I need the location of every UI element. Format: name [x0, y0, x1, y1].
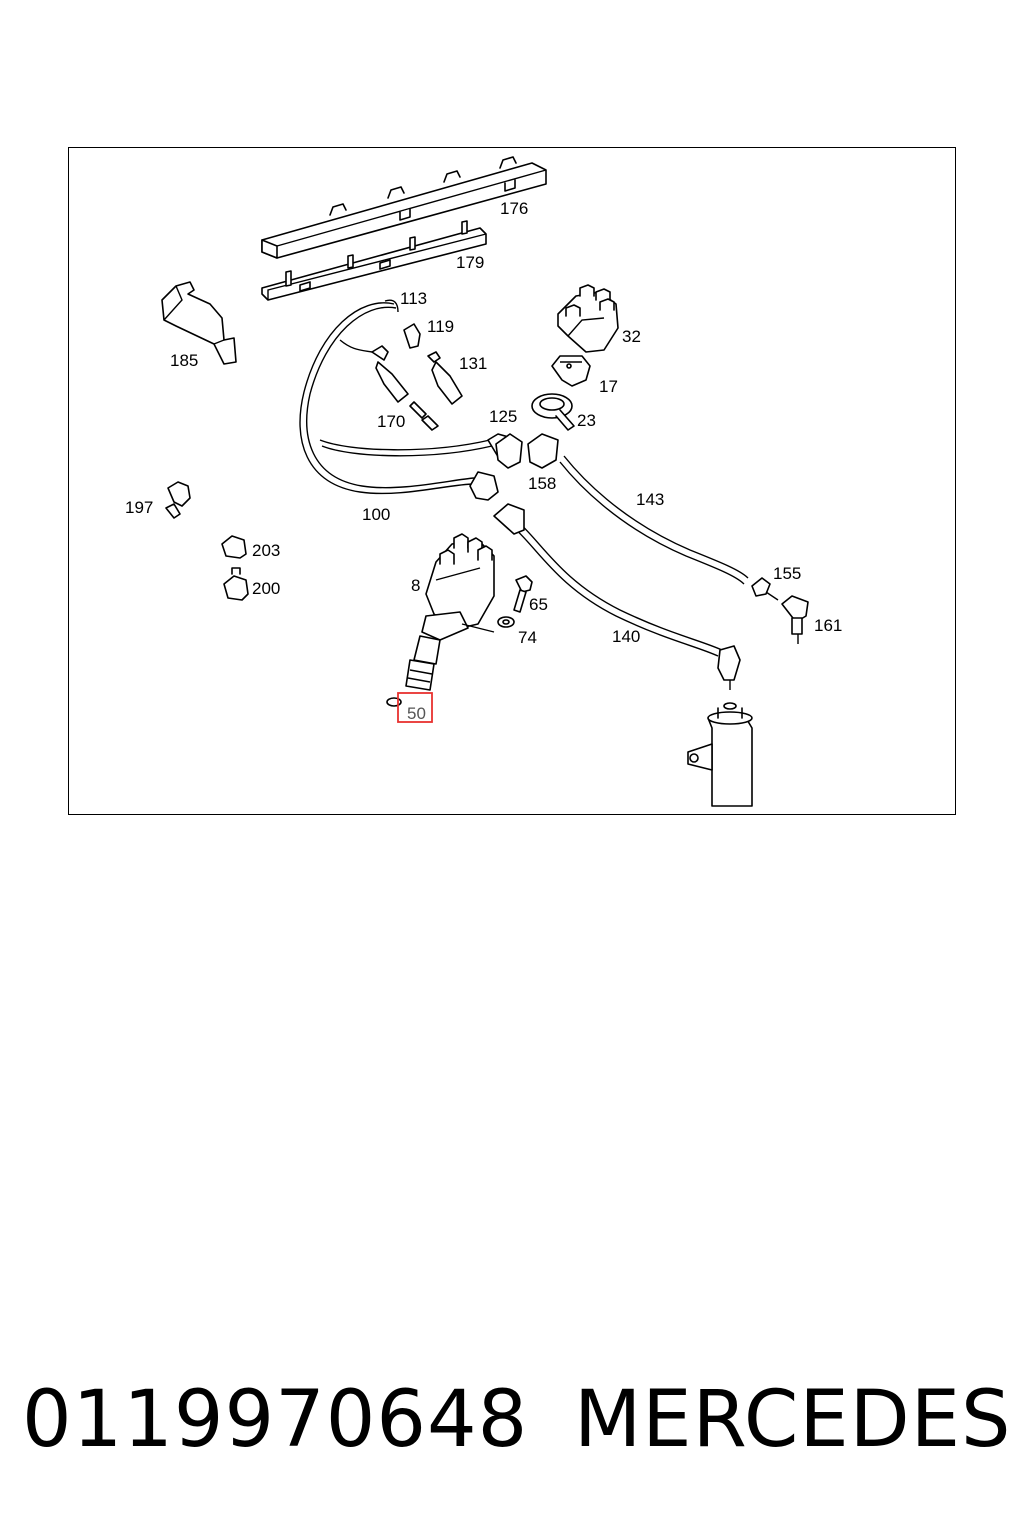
callout-65[interactable]: 65 — [529, 595, 548, 614]
callout-140[interactable]: 140 — [612, 627, 640, 646]
callout-125[interactable]: 125 — [489, 407, 517, 426]
part-32-distributor-cap — [557, 284, 619, 353]
callout-17[interactable]: 17 — [599, 377, 618, 396]
callout-170[interactable]: 170 — [377, 412, 405, 431]
part-161-connector — [781, 595, 809, 644]
part-155-terminal — [751, 577, 779, 601]
callout-176[interactable]: 176 — [500, 199, 528, 218]
footer: 0119970648 MERCEDES — [0, 1370, 1024, 1470]
part-170-plug-connector — [371, 345, 439, 431]
callout-143[interactable]: 143 — [636, 490, 664, 509]
part-23-dust-shield — [531, 393, 575, 431]
callout-8[interactable]: 8 — [411, 576, 420, 595]
callout-158[interactable]: 158 — [528, 474, 556, 493]
callout-50[interactable]: 50 — [407, 704, 426, 723]
brand-name: MERCEDES — [574, 1375, 1012, 1465]
callout-74[interactable]: 74 — [518, 628, 537, 647]
part-158-connector — [527, 433, 559, 469]
callout-155[interactable]: 155 — [773, 564, 801, 583]
callout-113[interactable]: 113 — [400, 289, 427, 308]
callout-200[interactable]: 200 — [252, 579, 280, 598]
part-200-clamp — [223, 567, 249, 601]
part-65-bolt — [513, 575, 533, 613]
part-113-lead — [319, 339, 519, 463]
part-179-lower-rail — [261, 220, 487, 301]
part-203-clamp — [221, 535, 247, 559]
part-119-suppressor — [403, 323, 421, 349]
part-185-side-cover — [161, 281, 237, 365]
diagram-frame — [68, 147, 956, 815]
callout-100[interactable]: 100 — [362, 505, 390, 524]
part-number: 0119970648 — [22, 1375, 529, 1465]
callout-131[interactable]: 131 — [459, 354, 487, 373]
part-74-washer — [497, 616, 515, 628]
callout-197[interactable]: 197 — [125, 498, 153, 517]
part-140-coil-wire — [493, 503, 741, 690]
part-131-plug — [427, 351, 463, 405]
ignition-coil — [687, 702, 753, 807]
callout-179[interactable]: 179 — [456, 253, 484, 272]
part-17-rotor — [551, 355, 591, 387]
part-143-wire — [559, 455, 749, 585]
part-176-cover-rail — [261, 156, 547, 259]
callout-185[interactable]: 185 — [170, 351, 198, 370]
callout-203[interactable]: 203 — [252, 541, 280, 560]
callout-161[interactable]: 161 — [814, 616, 842, 635]
part-197-clip — [165, 481, 191, 519]
callout-23[interactable]: 23 — [577, 411, 596, 430]
callout-32[interactable]: 32 — [622, 327, 641, 346]
callout-119[interactable]: 119 — [427, 317, 454, 336]
part-125-plug-cap — [495, 433, 523, 469]
highlight-box-50 — [397, 692, 433, 723]
part-100-ignition-wire — [299, 299, 499, 501]
part-8-distributor — [405, 533, 495, 691]
